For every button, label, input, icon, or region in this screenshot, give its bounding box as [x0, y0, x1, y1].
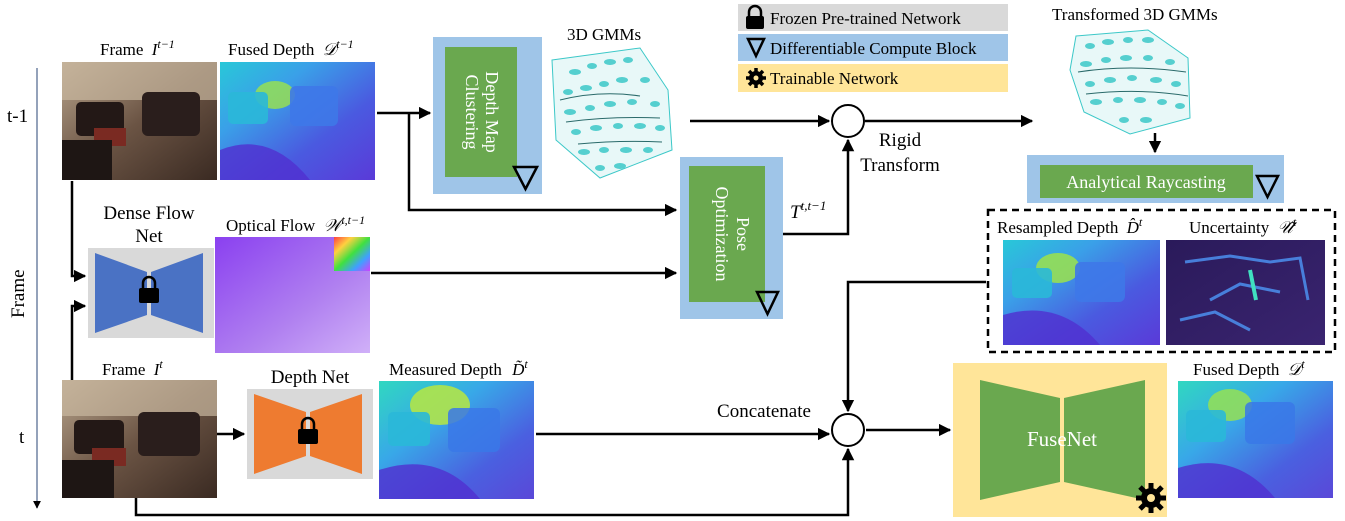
differentiable-icon — [755, 290, 780, 317]
clustering-label-1: Depth Map — [482, 71, 502, 152]
gmm-label: 3D GMMs — [567, 25, 641, 44]
pose-label-2: Optimization — [712, 187, 732, 282]
dense-flow-net — [95, 253, 203, 333]
fused-prev-label: Fused Depth 𝒟t−1 — [228, 37, 354, 59]
differentiable-icon — [746, 37, 766, 59]
frame-curr-image — [62, 380, 217, 498]
fused-out-label: Fused Depth 𝒟t — [1193, 357, 1305, 379]
fused-out-depth-image — [1178, 381, 1333, 498]
legend-differentiable-bg — [738, 34, 1008, 61]
time-axis-label: Frame — [8, 269, 29, 318]
uncertainty-image — [1166, 240, 1325, 345]
legend-frozen-label: Frozen Pre-trained Network — [770, 9, 961, 28]
connectors — [70, 106, 1162, 517]
pose-optimization-block — [689, 166, 765, 302]
lock-icon — [746, 4, 764, 29]
dense-flow-label-2: Net — [135, 226, 163, 247]
depth-map-clustering-block — [445, 47, 517, 177]
legend-trainable-bg — [738, 64, 1008, 92]
uncertainty-label: Uncertainty 𝒰̂t — [1189, 215, 1298, 237]
flow-color-wheel — [334, 237, 370, 271]
frame-prev-image — [62, 62, 217, 180]
time-label-curr: t — [19, 427, 25, 448]
rigid-transform-label-2: Transform — [860, 155, 940, 176]
concatenate-label: Concatenate — [717, 401, 811, 422]
transformed-gmm-label: Transformed 3D GMMs — [1052, 5, 1218, 24]
lock-icon — [139, 275, 159, 303]
fused-prev-depth-image — [220, 62, 375, 180]
raycasting-label: Analytical Raycasting — [1066, 172, 1225, 192]
clustering-label-2: Clustering — [462, 75, 482, 150]
differentiable-icon — [1254, 174, 1281, 200]
rigid-transform-node — [831, 104, 865, 138]
frame-curr-label: Frame It — [102, 357, 163, 379]
transformed-gmm-cloud — [1069, 29, 1191, 135]
optical-flow-image — [215, 237, 370, 353]
measured-depth-label: Measured Depth D̃t — [389, 357, 528, 379]
dense-flow-label-1: Dense Flow — [103, 203, 195, 224]
lock-icon — [298, 416, 318, 444]
resampled-depth-image — [1003, 240, 1160, 345]
resampled-depth-label: Resampled Depth D̂t — [997, 215, 1143, 237]
pose-label-1: Pose — [733, 217, 753, 251]
transform-symbol: Tt,t−1 — [790, 198, 826, 223]
legend-frozen-bg — [738, 4, 1008, 31]
gear-icon — [746, 68, 766, 88]
rigid-transform-label-1: Rigid — [879, 130, 922, 151]
optical-flow-label: Optical Flow 𝒲t,t−1 — [226, 213, 365, 235]
depth-net — [254, 394, 362, 474]
depth-net-label: Depth Net — [271, 367, 350, 388]
raycast-output-group — [986, 208, 1337, 354]
concatenate-node — [831, 413, 865, 447]
time-label-prev: t-1 — [7, 106, 28, 127]
fusenet-label: FuseNet — [1027, 427, 1097, 451]
frame-prev-label: Frame It−1 — [100, 37, 175, 59]
measured-depth-image — [379, 381, 534, 499]
fusenet-block — [980, 380, 1145, 500]
gear-icon — [1136, 483, 1166, 513]
analytical-raycasting-block — [1040, 165, 1253, 198]
legend-trainable-label: Trainable Network — [770, 69, 899, 88]
legend-differentiable-label: Differentiable Compute Block — [770, 39, 977, 58]
gmm-cloud — [551, 47, 673, 179]
differentiable-icon — [511, 165, 540, 192]
legend: Frozen Pre-trained Network Differentiabl… — [738, 4, 1008, 92]
